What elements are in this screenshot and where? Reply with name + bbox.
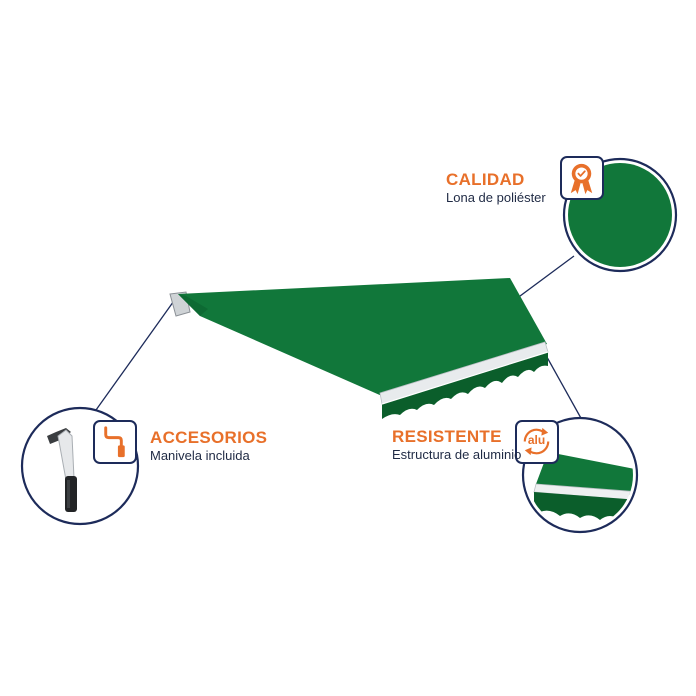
awning-valance bbox=[382, 352, 548, 419]
award-ribbon-icon bbox=[560, 156, 604, 200]
callout-title: ACCESORIOS bbox=[150, 428, 268, 447]
callout-subtitle: Lona de poliéster bbox=[446, 190, 546, 205]
aluminium-recycle-icon: alu bbox=[515, 420, 559, 464]
crank-handle-icon bbox=[93, 420, 137, 464]
connector-resistente bbox=[542, 349, 583, 421]
awning bbox=[169, 278, 549, 419]
callout-calidad: CALIDAD Lona de poliéster bbox=[446, 170, 546, 206]
connector-accesorios bbox=[85, 297, 177, 425]
callout-resistente: RESISTENTE Estructura de aluminio bbox=[392, 427, 521, 463]
callout-subtitle: Estructura de aluminio bbox=[392, 447, 522, 462]
awning-canvas bbox=[178, 278, 547, 396]
callout-subtitle: Manivela incluida bbox=[150, 448, 250, 463]
callout-title: RESISTENTE bbox=[392, 427, 502, 446]
alu-badge-text: alu bbox=[527, 433, 546, 447]
callout-title: CALIDAD bbox=[446, 170, 525, 189]
callout-accesorios: ACCESORIOS Manivela incluida bbox=[150, 428, 267, 464]
